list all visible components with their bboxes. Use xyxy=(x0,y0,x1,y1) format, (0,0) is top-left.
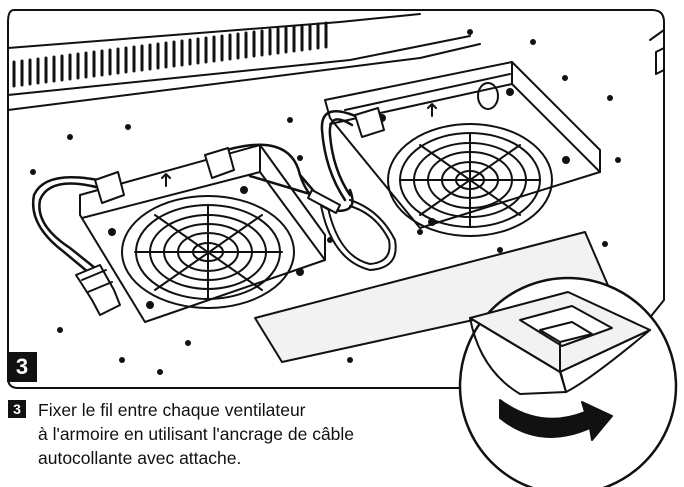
instruction-line-1: Fixer le fil entre chaque ventilateur xyxy=(38,400,306,420)
power-connector xyxy=(75,264,121,316)
fan-left xyxy=(79,144,326,323)
fan-left-arrow xyxy=(161,173,171,187)
fan-right-grille-outer xyxy=(387,123,553,237)
peel-arrow xyxy=(499,399,613,441)
cabinet-panel-outline xyxy=(7,9,665,389)
cable-clips xyxy=(94,107,385,204)
instruction-line-2: à l'armoire en utilisant l'ancrage de câ… xyxy=(38,424,355,444)
fan-right-arrow xyxy=(427,103,437,117)
caption-step-badge: 3 xyxy=(8,400,26,418)
fan-left-grille-outer xyxy=(121,195,295,309)
cable-tie-loop xyxy=(307,189,397,271)
fan-right xyxy=(324,61,601,237)
instruction-line-3: autocollante avec attache. xyxy=(38,448,242,468)
magnified-callout xyxy=(458,276,678,487)
vent-rail xyxy=(7,13,481,111)
instruction-caption: 3 Fixer le fil entre chaque ventilateur … xyxy=(8,398,448,470)
step-number-badge: 3 xyxy=(7,352,37,382)
cabinet-right-edge xyxy=(649,29,665,75)
